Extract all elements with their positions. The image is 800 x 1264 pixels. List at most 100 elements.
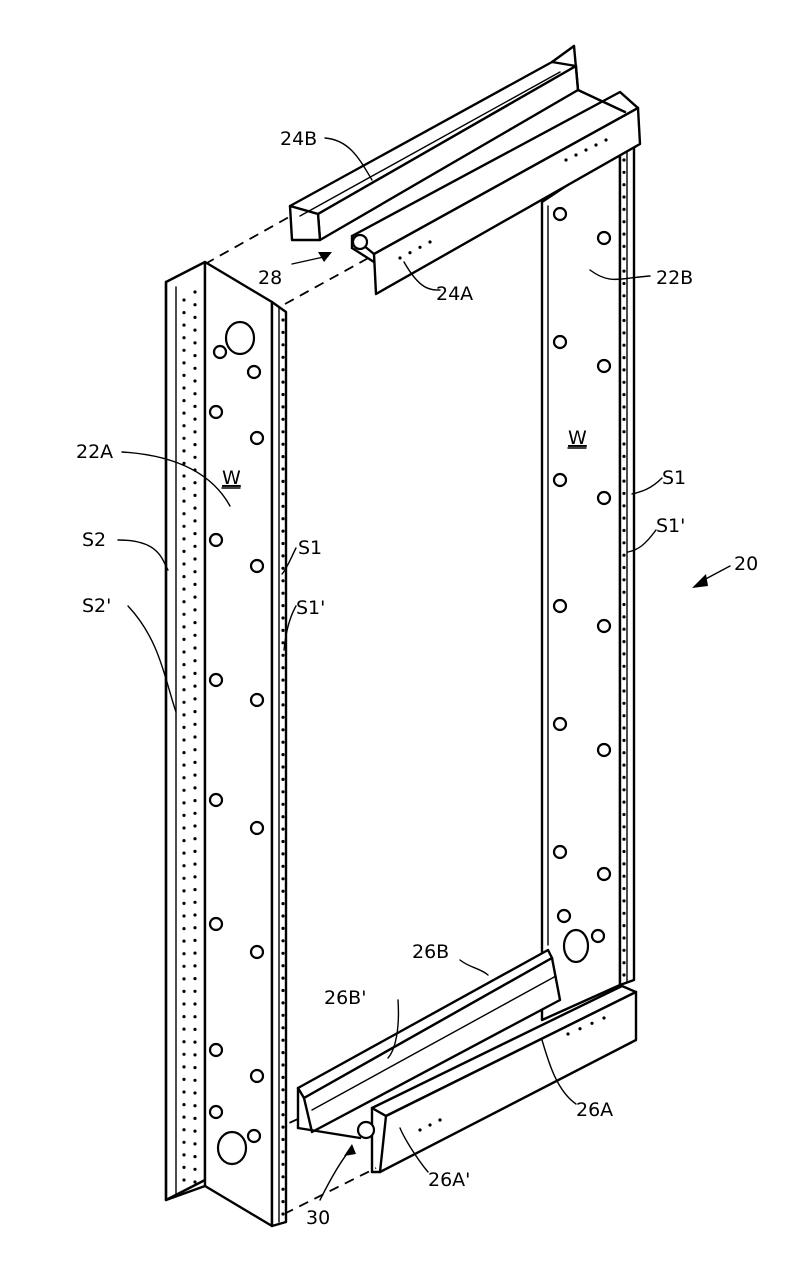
perforation-dot	[193, 939, 196, 942]
perforation-dot	[622, 554, 625, 557]
perforation-dot	[281, 604, 284, 607]
label-22a: 22A	[76, 441, 113, 463]
perforation-dot	[622, 381, 625, 384]
perforation-dot	[182, 1141, 185, 1144]
perforation-dot	[193, 634, 196, 637]
perforation-dot	[622, 949, 625, 952]
perforation-dot	[193, 1028, 196, 1031]
perforation-dot	[182, 801, 185, 804]
perforation-dot	[193, 774, 196, 777]
perforation-dot	[281, 1076, 284, 1079]
perforation-dot	[193, 430, 196, 433]
perforation-dot	[281, 393, 284, 396]
perforation-dot	[602, 1016, 605, 1019]
perforation-dot	[281, 1014, 284, 1017]
perforation-dot	[182, 474, 185, 477]
perforation-dot	[281, 455, 284, 458]
perforation-dot	[182, 1166, 185, 1169]
perforation-dot	[182, 512, 185, 515]
perforation-dot	[281, 741, 284, 744]
perforation-dot	[281, 1175, 284, 1178]
perforation-dot	[193, 1079, 196, 1082]
label-20: 20	[734, 553, 758, 575]
perforation-dot	[193, 1041, 196, 1044]
perforation-dot	[193, 443, 196, 446]
perforation-dot	[622, 801, 625, 804]
perforation-dot	[193, 735, 196, 738]
perforation-dot	[418, 246, 421, 249]
perforation-dot	[193, 901, 196, 904]
perforation-dot	[622, 480, 625, 483]
perforation-dot	[193, 570, 196, 573]
perforation-dot	[182, 399, 185, 402]
perforation-dot	[281, 1088, 284, 1091]
perforation-dot	[622, 455, 625, 458]
perforation-dot	[193, 303, 196, 306]
perforation-dot	[193, 290, 196, 293]
label-26a-prime: 26A'	[428, 1169, 470, 1191]
perforation-dot	[281, 368, 284, 371]
perforation-dot	[193, 1142, 196, 1145]
perforation-dot	[281, 467, 284, 470]
perforation-dot	[622, 764, 625, 767]
perforation-dot	[182, 588, 185, 591]
perforation-dot	[281, 616, 284, 619]
perforation-dot	[281, 318, 284, 321]
perforation-dot	[622, 912, 625, 915]
perforation-dot	[193, 405, 196, 408]
label-s1-prime-left: S1'	[296, 597, 325, 619]
perforation-dot	[193, 1091, 196, 1094]
perforation-dot	[182, 676, 185, 679]
perforation-dot	[182, 713, 185, 716]
perforation-dot	[182, 839, 185, 842]
perforation-dot	[622, 307, 625, 310]
perforation-dot	[622, 936, 625, 939]
perforation-dot	[622, 245, 625, 248]
perforation-dot	[182, 1002, 185, 1005]
perforation-dot	[622, 158, 625, 161]
perforation-dot	[182, 688, 185, 691]
perforation-dot	[622, 850, 625, 853]
perforation-dot	[193, 824, 196, 827]
left-upright-22a	[166, 262, 286, 1226]
perforation-dot	[281, 1063, 284, 1066]
perforation-dot	[193, 850, 196, 853]
perforation-dot	[622, 331, 625, 334]
perforation-dot	[182, 374, 185, 377]
perforation-dot	[182, 990, 185, 993]
perforation-dot	[566, 1032, 569, 1035]
perforation-dot	[182, 927, 185, 930]
perforation-dot	[281, 1113, 284, 1116]
perforation-dot	[193, 608, 196, 611]
perforation-dot	[281, 418, 284, 421]
perforation-dot	[193, 685, 196, 688]
perforation-dot	[193, 583, 196, 586]
perforation-dot	[182, 952, 185, 955]
perforation-dot	[193, 316, 196, 319]
perforation-dot	[281, 405, 284, 408]
perforation-dot	[193, 1155, 196, 1158]
perforation-dot	[182, 412, 185, 415]
perforation-dot	[622, 739, 625, 742]
perforation-dot	[193, 341, 196, 344]
perforation-dot	[193, 952, 196, 955]
perforation-dot	[193, 1053, 196, 1056]
perforation-dot	[193, 1015, 196, 1018]
perforation-dot	[281, 1200, 284, 1203]
perforation-dot	[604, 138, 607, 141]
perforation-dot	[193, 494, 196, 497]
perforation-dot	[182, 1015, 185, 1018]
perforation-dot	[281, 1039, 284, 1042]
perforation-dot	[193, 672, 196, 675]
perforation-dot	[193, 863, 196, 866]
perforation-dot	[193, 659, 196, 662]
perforation-dot	[438, 1118, 441, 1121]
right-upright-22b	[542, 142, 634, 1020]
perforation-dot	[574, 153, 577, 156]
perforation-dot	[408, 251, 411, 254]
label-w-left: W	[222, 467, 241, 489]
perforation-dot	[622, 405, 625, 408]
perforation-dot	[281, 902, 284, 905]
perforation-dot	[281, 492, 284, 495]
